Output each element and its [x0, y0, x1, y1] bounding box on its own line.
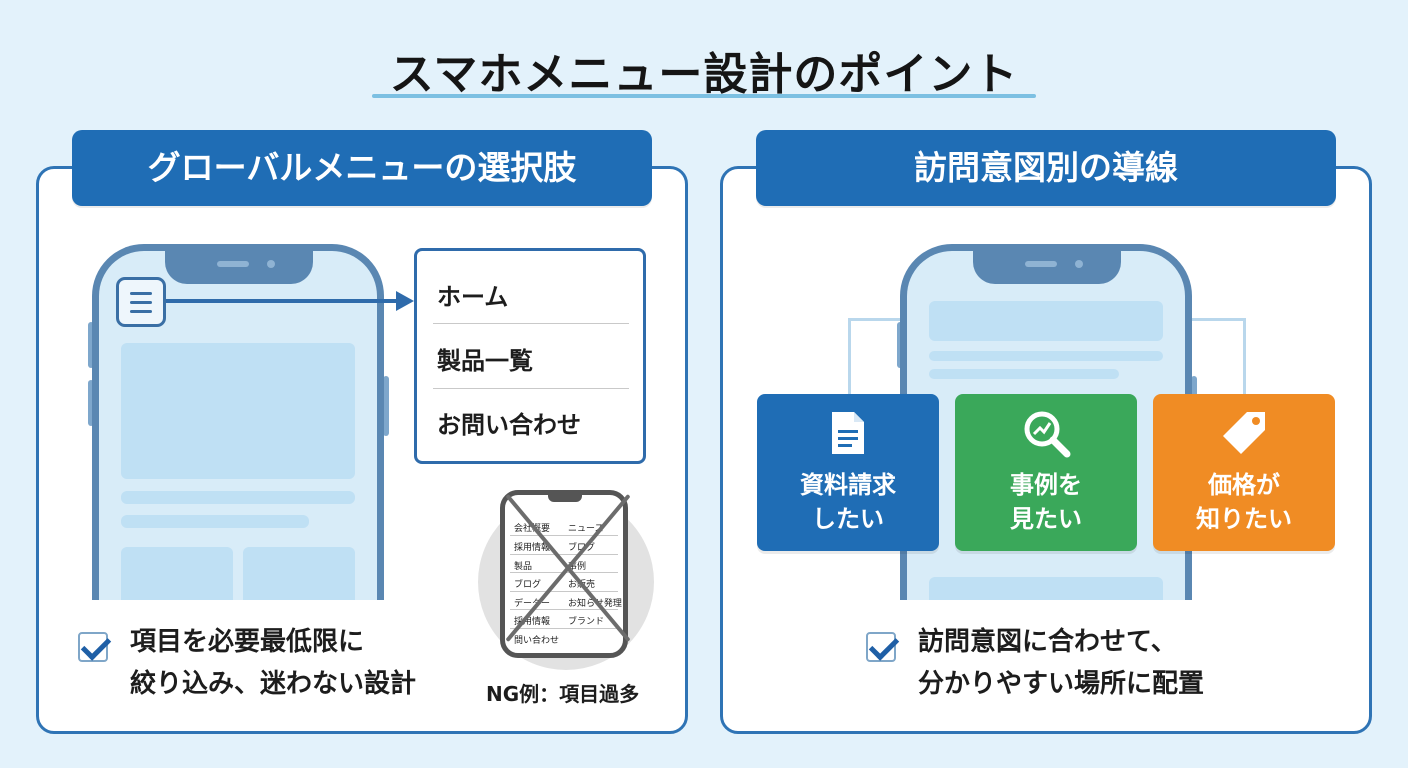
- ng-menu-item: データー: [514, 599, 551, 609]
- ng-menu-item: 事例: [568, 562, 587, 572]
- menu-item-contact[interactable]: お問い合わせ: [437, 411, 581, 439]
- phone-side-button: [383, 376, 389, 436]
- intent-label-line2: 知りたい: [1196, 505, 1292, 533]
- menu-divider: [433, 323, 629, 324]
- intent-label-line1: 資料請求: [800, 471, 896, 499]
- menu-item-products[interactable]: 製品一覧: [437, 347, 533, 375]
- right-note-line2: 分かりやすい場所に配置: [918, 669, 1205, 699]
- global-menu-panel-header: グローバルメニューの選択肢: [72, 130, 652, 206]
- text-line-placeholder: [929, 369, 1119, 379]
- ng-row-divider: [510, 628, 618, 629]
- header-placeholder: [929, 301, 1163, 341]
- visit-intent-panel-header: 訪問意図別の導線: [756, 130, 1336, 206]
- menu-item-home[interactable]: ホーム: [437, 283, 509, 311]
- phone-notch: [973, 251, 1121, 284]
- ng-phone-notch: [548, 494, 582, 502]
- document-icon: [832, 412, 864, 454]
- intent-label-line2: したい: [812, 505, 884, 533]
- menu-divider: [433, 388, 629, 389]
- text-line-placeholder: [121, 491, 355, 504]
- title-underline: [372, 94, 1036, 98]
- phone-speaker: [217, 261, 249, 267]
- price-tag-icon: [1223, 412, 1265, 454]
- text-line-placeholder: [121, 515, 309, 528]
- left-note-line1: 項目を必要最低限に: [130, 627, 365, 657]
- left-note-line2: 絞り込み、迷わない設計: [130, 669, 417, 699]
- ng-row-divider: [510, 535, 618, 536]
- card-placeholder: [243, 547, 355, 600]
- intent-button-case-studies[interactable]: 事例を 見たい: [955, 394, 1137, 551]
- intent-label-line2: 見たい: [1010, 505, 1082, 533]
- ng-row-divider: [510, 609, 618, 610]
- hamburger-menu-icon[interactable]: [116, 277, 166, 327]
- intent-label-line1: 事例を: [1010, 471, 1082, 499]
- ng-row-divider: [510, 591, 618, 592]
- intent-button-request-docs[interactable]: 資料請求 したい: [757, 394, 939, 551]
- content-placeholder: [929, 577, 1163, 600]
- text-line-placeholder: [929, 351, 1163, 361]
- right-note-line1: 訪問意図に合わせて、: [918, 627, 1177, 657]
- check-mark-icon: [80, 630, 112, 661]
- arrow-head-icon: [396, 291, 414, 311]
- checkbox-icon: [866, 630, 900, 662]
- magnifier-chart-icon: [1024, 411, 1071, 458]
- checkbox-icon: [78, 630, 112, 662]
- menu-dropdown: ホーム 製品一覧 お問い合わせ: [414, 248, 646, 464]
- ng-example-label: NG例：項目過多: [486, 682, 640, 706]
- ng-menu-item: 製品: [514, 562, 533, 572]
- ng-menu-item: ニュース: [568, 524, 604, 534]
- phone-notch: [165, 251, 313, 284]
- intent-button-pricing[interactable]: 価格が 知りたい: [1153, 394, 1335, 551]
- phone-side-button: [88, 322, 94, 368]
- connector-line: [1186, 318, 1246, 400]
- page-title: スマホメニュー設計のポイント: [389, 49, 1019, 100]
- ng-menu-item: ブランド: [568, 617, 605, 627]
- connector-line: [848, 318, 908, 400]
- phone-camera: [1075, 260, 1083, 268]
- phone-speaker: [1025, 261, 1057, 267]
- hero-image-placeholder: [121, 343, 355, 479]
- ng-menu-item: ブログ: [514, 580, 542, 590]
- ng-menu-item: 採用情報: [514, 543, 551, 553]
- ng-menu-item: 採用情報: [514, 617, 551, 627]
- phone-camera: [267, 260, 275, 268]
- card-placeholder: [121, 547, 233, 600]
- ng-row-divider: [510, 554, 618, 555]
- ng-menu-item: 問い合わせ: [514, 636, 560, 646]
- check-mark-icon: [868, 630, 900, 661]
- intent-label-line1: 価格が: [1208, 471, 1280, 499]
- arrow-connector: [166, 299, 398, 303]
- phone-side-button: [88, 380, 94, 426]
